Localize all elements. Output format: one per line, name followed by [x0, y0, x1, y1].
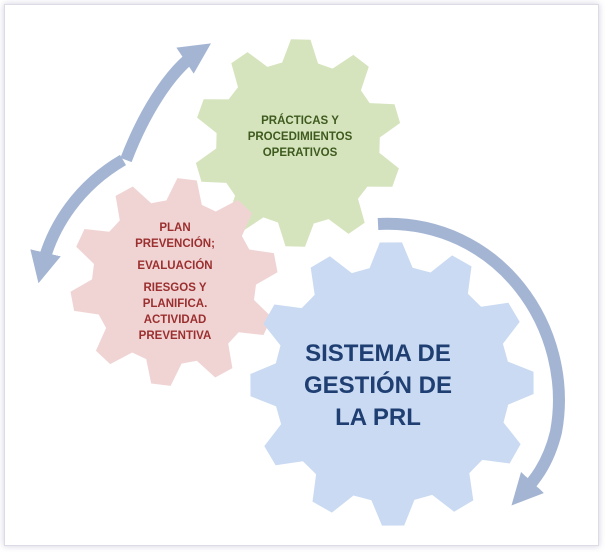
cycle-arrow-left — [30, 154, 127, 284]
plan-line-7: PREVENTIVA — [138, 330, 212, 342]
main-line-3: LA PRL — [335, 404, 421, 431]
plan-line-6: ACTIVIDAD — [143, 314, 207, 326]
cycle-arrow-right — [377, 217, 565, 506]
gear-plan — [70, 178, 278, 386]
plan-line-3: EVALUACIÓN — [137, 260, 213, 272]
plan-line-1: PLAN — [159, 222, 191, 234]
practices-line-1: PRÁCTICAS Y — [261, 115, 339, 127]
practices-line-2: PROCEDIMIENTOS — [247, 131, 353, 143]
plan-line-5: PLANIFICA. — [142, 298, 208, 310]
cycle-arrow-top — [120, 43, 211, 163]
gear-main-label: SISTEMA DE GESTIÓN DE LA PRL — [268, 338, 488, 434]
gear-main — [250, 242, 534, 526]
gear-practices-label: PRÁCTICAS Y PROCEDIMIENTOS OPERATIVOS — [215, 113, 385, 161]
practices-line-3: OPERATIVOS — [262, 147, 338, 159]
gear-practices — [195, 39, 401, 247]
plan-line-4: RIESGOS Y — [143, 282, 207, 294]
gear-plan-label: PLAN PREVENCIÓN; EVALUACIÓN RIESGOS Y PL… — [100, 220, 250, 344]
main-line-2: GESTIÓN DE — [303, 372, 453, 399]
plan-line-2: PREVENCIÓN; — [135, 238, 215, 250]
main-line-1: SISTEMA DE — [305, 340, 451, 367]
